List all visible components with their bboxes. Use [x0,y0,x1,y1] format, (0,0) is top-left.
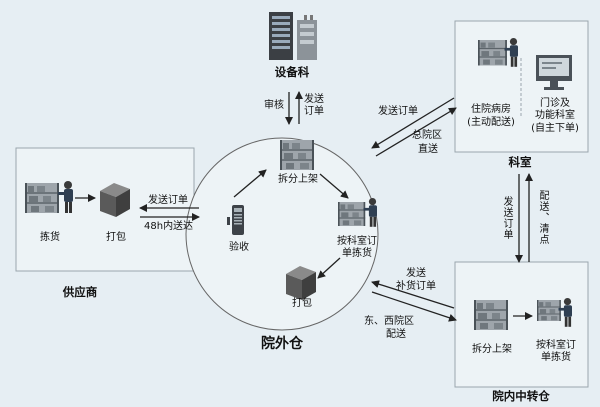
shelf-worker-icon [279,139,315,171]
outpatient-label-2: 功能科室 [535,110,575,121]
pick-goods-label: 拣货 [40,232,60,243]
main-campus-label: 总院区 [412,130,442,141]
arrow-replenish-order [371,280,455,309]
shelf-worker-icon [337,198,377,227]
arrow-direct-delivery [375,107,457,157]
supplier-label: 供应商 [62,285,98,299]
send-replenish-label: 发送 [406,268,426,279]
send-order-ward-label: 发送订单 [378,106,418,117]
server-rack-icon [269,12,317,60]
unpack-shelve-label: 拆分上架 [278,174,318,185]
transfer-warehouse-label: 院内中转仓 [492,389,550,403]
shelf-worker-icon [477,38,518,67]
department-label: 科室 [508,155,532,169]
arrow-pick-to-pack [317,257,341,279]
arrow-east-west [371,291,457,322]
receive-label: 验收 [229,242,249,253]
monitor-icon [536,55,572,90]
warehouse-title: 院外仓 [261,336,303,352]
send-order-vertical-label: 发送订单 [501,196,512,240]
outpatient-note: (自主下单) [531,123,579,134]
equipment-dept-label: 设备科 [274,65,310,79]
transfer-unpack-label: 拆分上架 [472,344,512,355]
shelf-worker-icon [473,299,509,331]
inpatient-ward-label: 住院病房 [471,104,511,115]
scanner-icon [227,205,244,235]
transfer-dept-pick-label-2: 单拣货 [541,352,571,363]
pack-supplier-label: 打包 [106,232,126,243]
arrow-shelve-to-pick [319,173,349,199]
outpatient-label: 门诊及 [540,98,570,109]
arrow-ward-order [371,97,455,149]
inpatient-ward-note: (主动配送) [467,117,515,128]
east-west-label-2: 配送 [386,329,406,340]
dept-order-pick-label: 按科室订 [337,236,377,247]
deliver-count-label: 配送、清点 [537,190,548,245]
transfer-dept-pick-label: 按科室订 [536,340,576,351]
direct-delivery-label: 直送 [418,144,438,155]
send-order-label-2: 订单 [304,106,324,117]
arrow-receive-to-shelve [233,169,267,198]
warehouse-circle [185,137,379,331]
dept-order-pick-label-2: 单拣货 [342,248,372,259]
review-label: 审核 [264,100,284,111]
east-west-label: 东、西院区 [364,316,414,327]
department-box [454,20,589,153]
send-order-supplier-label: 发送订单 [148,195,188,206]
send-replenish-label-2: 补货订单 [396,281,436,292]
deliver-48h-label: 48h内送达 [144,221,194,232]
pack-warehouse-label: 打包 [292,298,312,309]
shelf-worker-icon [24,181,73,214]
send-order-label: 发送 [304,94,324,105]
